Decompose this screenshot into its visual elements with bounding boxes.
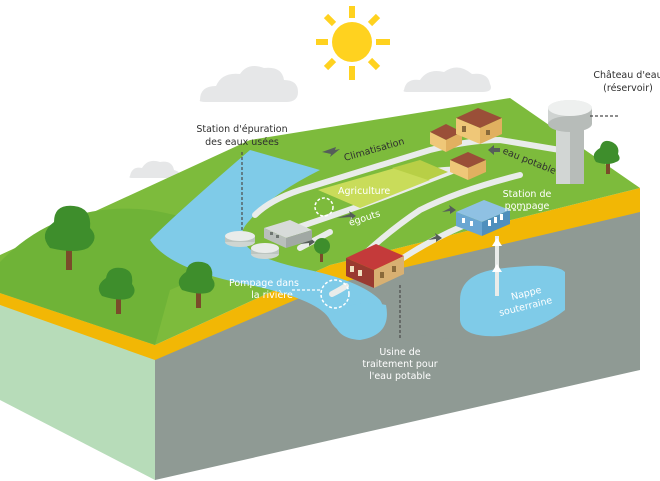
treatment-plant (346, 244, 404, 288)
tree-icon (98, 267, 135, 314)
label-pompage-riviere-1: Pompage dans (229, 278, 299, 289)
cloud-icon (129, 160, 181, 178)
wastewater-station (225, 220, 312, 259)
tree-icon (314, 238, 330, 262)
sun-icon (316, 6, 390, 80)
label-pompage-riviere-2: la rivière (251, 290, 293, 301)
tree-icon (593, 140, 620, 174)
label-agriculture: Agriculture (338, 186, 390, 197)
river (150, 150, 386, 336)
pumping-station (456, 200, 510, 296)
label-station-pompage-2: pompage (505, 201, 550, 212)
label-epuration-2: des eaux usées (205, 137, 279, 148)
pipe-road (397, 222, 468, 263)
cloud-icon (199, 66, 298, 102)
water-tower (548, 100, 592, 184)
label-usine-1: Usine de (379, 347, 420, 358)
house-3 (450, 152, 486, 180)
label-chateau-sub: (réservoir) (603, 83, 653, 94)
label-usine-2: traitement pour (362, 359, 437, 370)
agri-highlight (314, 197, 334, 217)
tree-icon (178, 261, 215, 308)
label-station-pompage-1: Station de (503, 189, 552, 200)
cloud-icon (403, 67, 491, 92)
house-1 (430, 124, 462, 152)
house-2 (456, 108, 502, 144)
label-usine-3: l'eau potable (369, 371, 431, 382)
pipe-road (357, 172, 523, 261)
label-chateau-title: Château d'eau (593, 70, 660, 81)
pipe-road (297, 229, 333, 251)
label-epuration-1: Station d'épuration (196, 124, 287, 135)
aquifer (460, 265, 565, 337)
agriculture-field (318, 168, 430, 208)
intake-highlight (320, 279, 350, 309)
tree-icon (44, 205, 95, 270)
